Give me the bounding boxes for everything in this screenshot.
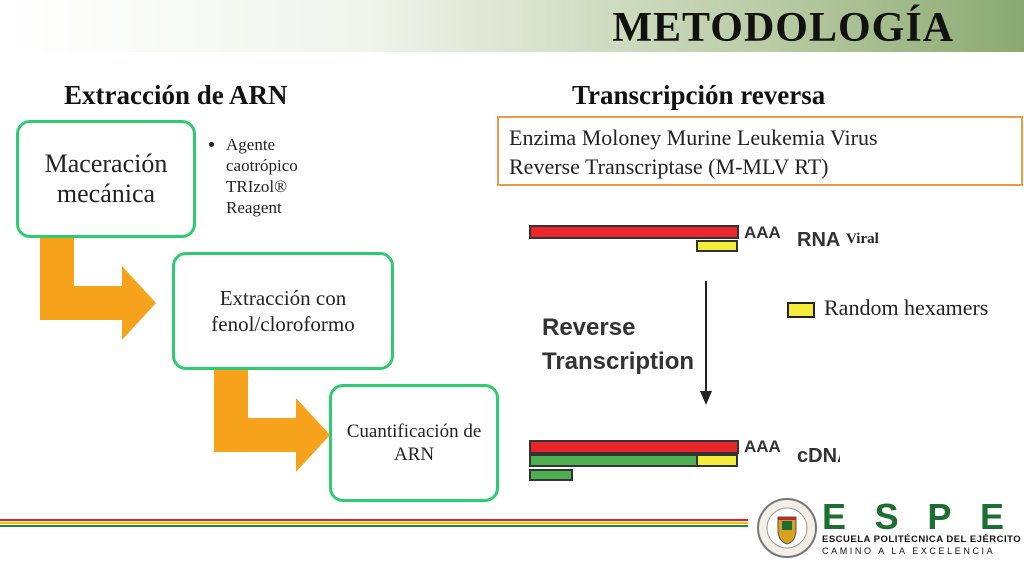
reagent-bullet: Agente caotrópico TRIzol® Reagent [226, 134, 346, 218]
process-text-line2: Transcription [542, 348, 694, 375]
process-text-line1: Reverse [542, 314, 635, 341]
espe-seal-icon [757, 498, 817, 558]
logo-letter: E [979, 496, 1004, 537]
step-quantification-label: Cuantificación de ARN [346, 421, 482, 465]
cdna-fragment [529, 469, 573, 481]
legend-label: Random hexamers [824, 295, 989, 320]
rna-poly-a-tail: AAA [744, 223, 781, 242]
rna-extraction-heading: Extracción de ARN [64, 80, 288, 110]
espe-logo-letters: E S P E [822, 499, 1004, 535]
step-phenol-chloroform: Extracción con fenol/cloroformo [172, 252, 394, 370]
process-arrow-icon [40, 238, 156, 340]
process-arrow-icon [214, 370, 330, 472]
step-maceration-label: Maceración mecánica [44, 149, 168, 208]
primer-hexamer [696, 240, 738, 252]
legend-swatch [787, 302, 815, 318]
cdna-primer [696, 454, 738, 467]
footer-stripes [0, 519, 748, 530]
enzyme-line2: Reverse Transcriptase (M-MLV RT) [509, 154, 829, 179]
rna-label: RNA [797, 229, 840, 251]
cdna-poly-a-tail: AAA [744, 437, 781, 456]
logo-letter: P [927, 496, 952, 537]
title-band [0, 0, 1024, 52]
viral-label: Viral [846, 231, 879, 247]
institution-motto: CAMINO A LA EXCELENCIA [822, 546, 996, 556]
step-maceration: Maceración mecánica [16, 120, 196, 238]
institution-name: ESCUELA POLITÉCNICA DEL EJÉRCITO [822, 534, 1022, 545]
down-arrow-icon [700, 281, 712, 405]
cdna-label: cDNA [797, 445, 840, 467]
reverse-transcription-diagram: AAA RNA Reverse Transcription AAA cDNA [529, 223, 840, 481]
logo-letter: S [874, 496, 899, 537]
enzyme-box: Enzima Moloney Murine Leukemia Virus Rev… [497, 116, 1023, 186]
rna-strand [529, 225, 739, 239]
cdna-template-strand [529, 440, 739, 454]
step-phenol-chloroform-label: Extracción con fenol/cloroformo [211, 286, 355, 336]
slide-title: METODOLOGÍA [612, 5, 954, 51]
reverse-transcription-heading: Transcripción reversa [572, 80, 826, 110]
logo-letter: E [822, 496, 847, 537]
reagent-bullet-list: Agente caotrópico TRIzol® Reagent [206, 134, 346, 218]
enzyme-line1: Enzima Moloney Murine Leukemia Virus [509, 125, 878, 150]
cdna-strand [529, 454, 698, 467]
step-quantification: Cuantificación de ARN [329, 384, 499, 502]
